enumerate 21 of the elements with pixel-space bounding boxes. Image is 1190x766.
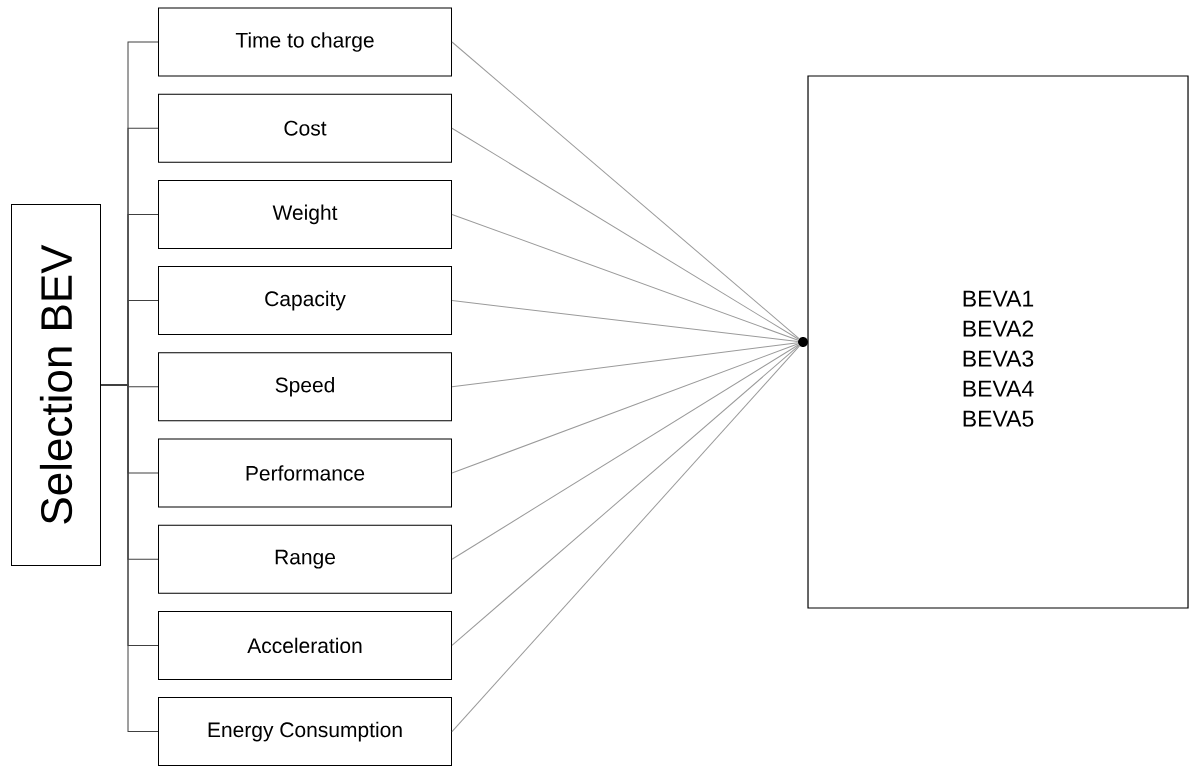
connector-line <box>451 213 799 341</box>
criterion-box: Range <box>158 524 452 594</box>
connector-line <box>451 345 801 733</box>
connector-line <box>451 342 799 388</box>
alternatives-box: BEVA1 BEVA2 BEVA3 BEVA4 BEVA5 <box>807 75 1189 609</box>
criterion-box: Speed <box>158 352 452 422</box>
criterion-box: Performance <box>158 438 452 508</box>
criterion-box: Acceleration <box>158 610 452 680</box>
connector-line <box>451 343 799 474</box>
connector-line <box>451 41 800 340</box>
criterion-box: Time to charge <box>158 7 452 77</box>
connector-line <box>451 300 799 342</box>
title-box: Selection BEV <box>11 204 101 566</box>
connector-line <box>451 127 800 340</box>
connector-line <box>100 384 159 733</box>
criterion-box: Energy Consumption <box>158 697 452 766</box>
criterion-box: Capacity <box>158 266 452 336</box>
criterion-box: Weight <box>158 179 452 249</box>
connector-line <box>451 344 800 646</box>
connector-line <box>451 344 800 560</box>
criterion-box: Cost <box>158 93 452 163</box>
